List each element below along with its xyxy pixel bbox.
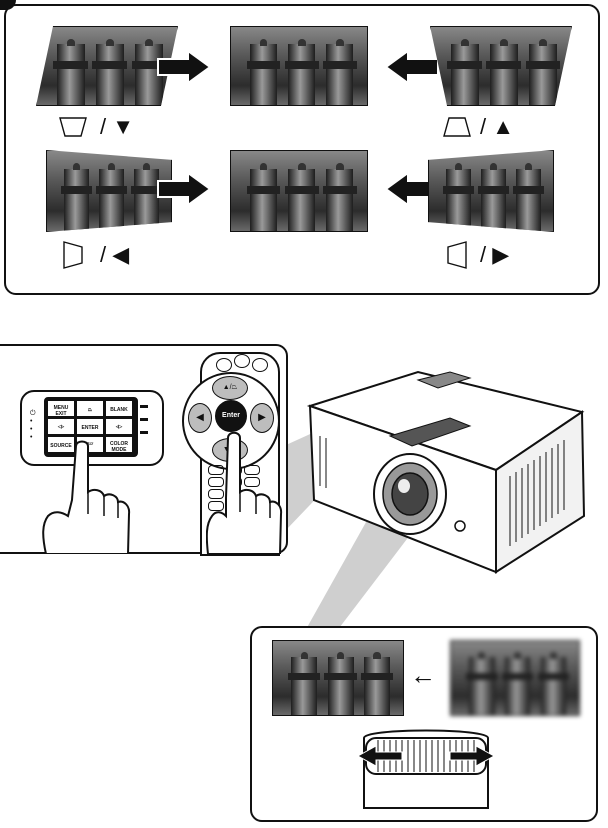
keystone-image-center-top [230,26,368,106]
focus-image-sharp [272,640,404,716]
blank-button[interactable]: BLANK [105,400,133,417]
hand-pressing-panel-icon [42,440,131,554]
remote-enter-button[interactable]: Enter [215,400,247,432]
arrow-left-icon [384,50,439,84]
remote-up-button[interactable]: ▲/⏢ [212,376,248,400]
color-mode-button[interactable]: COLOR MODE [105,436,133,453]
source-button[interactable]: SOURCE [47,436,75,453]
enter-button[interactable]: ENTER [76,418,104,435]
keystone-symbol-left: / ◀ [100,242,130,267]
keystone-symbol-down: / ▼ [100,114,134,139]
panel-corner-tab [0,0,16,10]
hand-pressing-remote-icon [206,432,283,554]
trapezoid-top-wide-icon [59,117,87,137]
trapezoid-left-tall-icon [63,241,83,269]
keystone-left-button[interactable]: ◁▹ [47,418,75,435]
trapezoid-bottom-wide-icon [443,117,471,137]
remote-right-button[interactable]: ▶ [250,403,274,433]
arrow-right-icon [157,172,212,206]
arrow-right-icon [157,50,212,84]
keystone-image-bottom-wide [430,26,572,106]
focus-arrow-icon: ← [410,660,436,690]
keystone-up-button[interactable]: ⏢ [76,400,104,417]
remote-left-button[interactable]: ◀ [188,403,212,433]
focus-image-blurred [450,640,580,716]
keystone-symbol-right: / ▶ [480,242,510,267]
keystone-right-button[interactable]: ◃▷ [105,418,133,435]
indicator-lights [140,405,148,455]
keystone-image-top-wide [36,26,178,106]
keystone-image-left-tall [46,150,172,232]
projector-icon [306,370,586,574]
remote-top-buttons [210,354,270,372]
menu-exit-button[interactable]: MENU EXIT [47,400,75,417]
trapezoid-right-tall-icon [447,241,467,269]
keystone-symbol-up: / ▲ [480,114,514,139]
beam-to-focus [300,515,410,640]
power-icon: ⏻••• [30,410,36,441]
keystone-image-center-bottom [230,150,368,232]
keystone-image-right-tall [428,150,554,232]
focus-ring-icon [356,729,496,809]
